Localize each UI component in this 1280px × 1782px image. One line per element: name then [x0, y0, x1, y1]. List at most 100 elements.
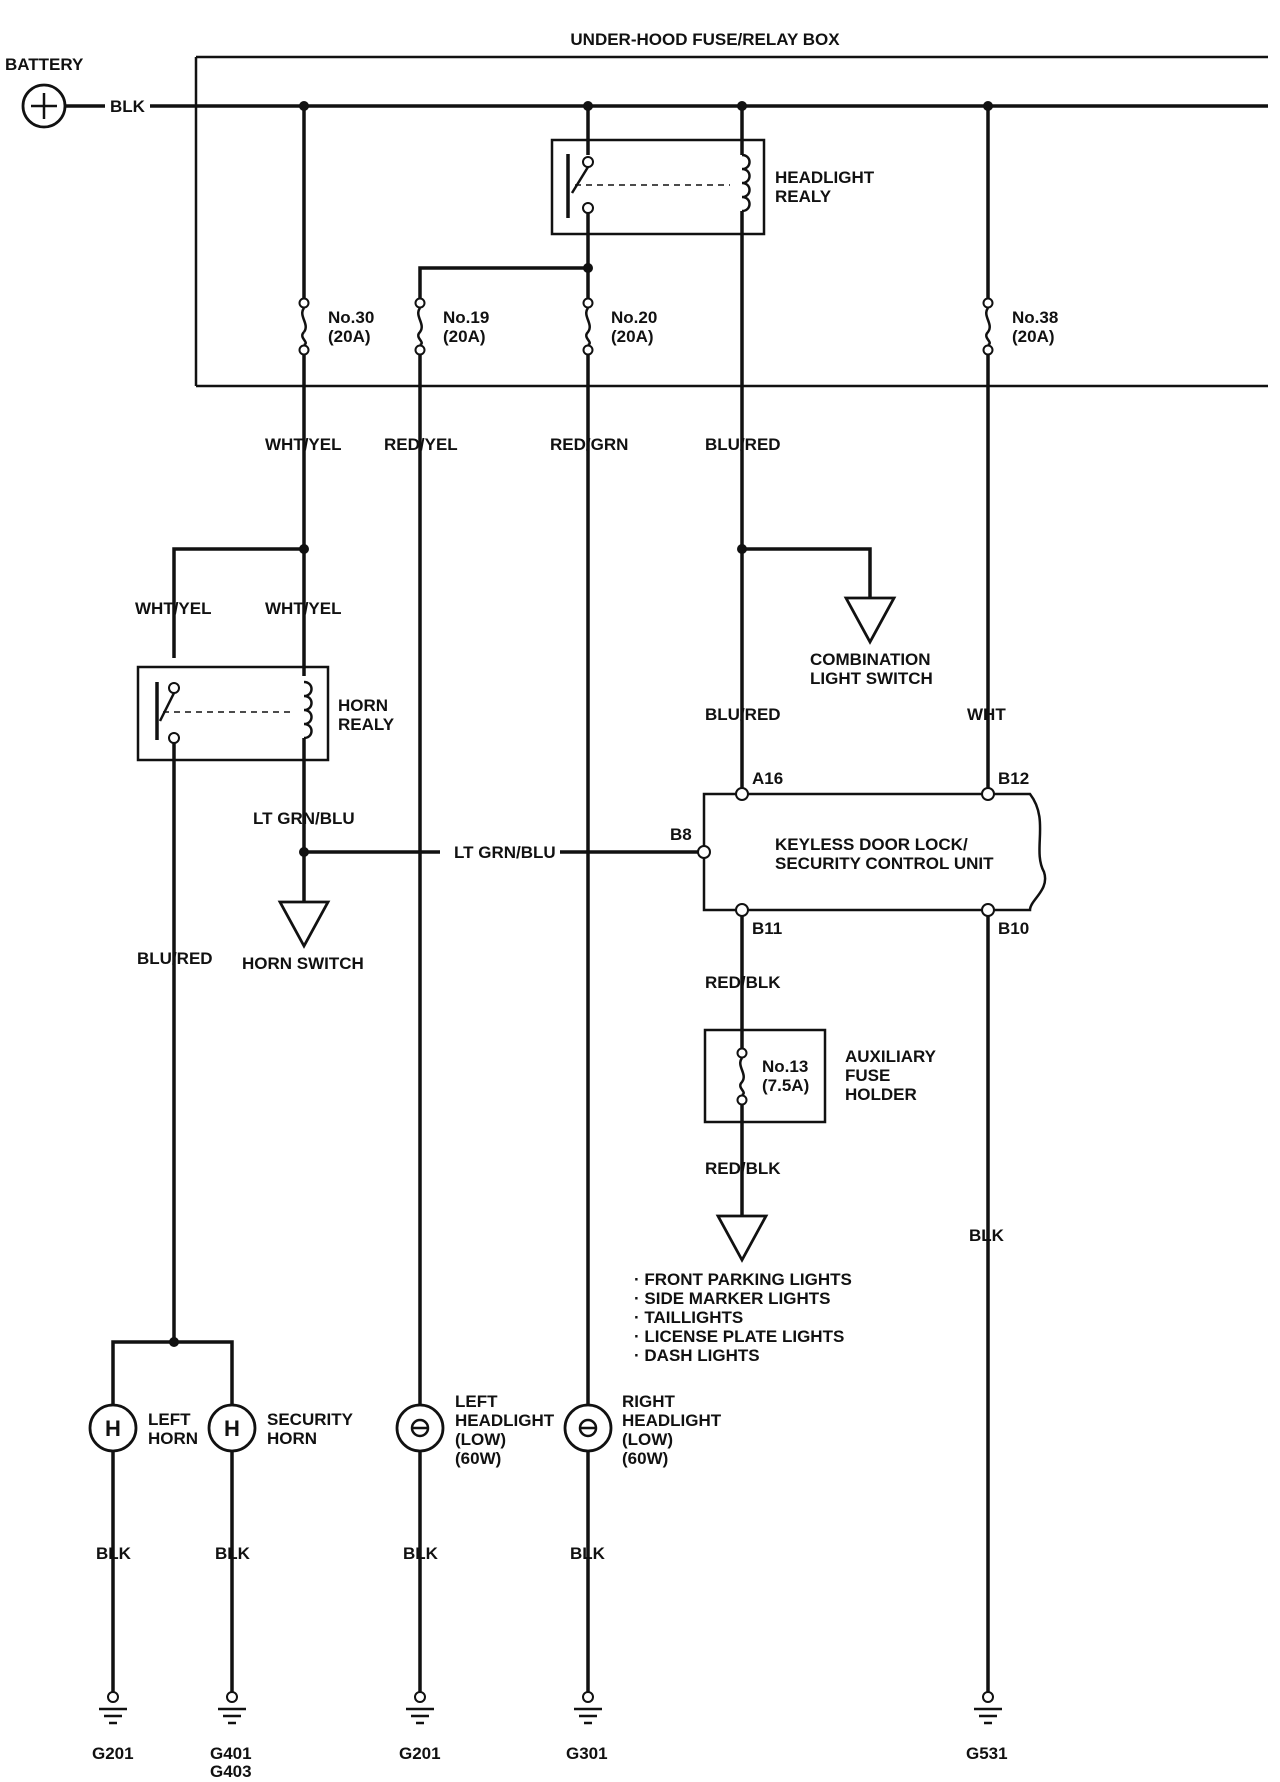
wire-label-b11: RED/BLK: [705, 973, 781, 992]
lights-list-item: · LICENSE PLATE LIGHTS: [634, 1327, 844, 1346]
wire-label-b8: LT GRN/BLU: [454, 843, 556, 862]
left-headlight-label-4: (60W): [455, 1449, 501, 1468]
fuse-no38-label: No.38: [1012, 308, 1058, 327]
ground-wire-label: BLK: [403, 1544, 439, 1563]
horn-switch-arrow: [277, 900, 331, 949]
lights-list: · FRONT PARKING LIGHTS · SIDE MARKER LIG…: [634, 1270, 852, 1365]
wire-label-horn-feed-right: WHT/YEL: [265, 599, 342, 618]
battery-wire-label: BLK: [110, 97, 146, 116]
wire-label-horn-out: BLU/RED: [137, 949, 213, 968]
ground-wire-label: BLK: [215, 1544, 251, 1563]
fuse-no30-label: No.30: [328, 308, 374, 327]
lights-list-item: · TAILLIGHTS: [634, 1308, 743, 1327]
headlight-relay-label: HEADLIGHT: [775, 168, 875, 187]
wire-label-no19-out: RED/YEL: [384, 435, 458, 454]
security-horn-label-2: HORN: [267, 1429, 317, 1448]
ground-label-g401: G401: [210, 1744, 252, 1763]
wire-label-horn-feed-left: WHT/YEL: [135, 599, 212, 618]
horn-relay-label-2: REALY: [338, 715, 395, 734]
security-horn-label: SECURITY: [267, 1410, 354, 1429]
lights-list-item: · FRONT PARKING LIGHTS: [634, 1270, 852, 1289]
wire-label-to-control-unit: BLU/RED: [705, 705, 781, 724]
wire-label-no38-out: WHT: [967, 705, 1006, 724]
ground-symbol: [974, 1691, 1002, 1725]
combination-switch-arrow: [843, 596, 897, 645]
fuse-no19-rating: (20A): [443, 327, 486, 346]
ground-symbol: [99, 1691, 127, 1725]
control-unit-label-2: SECURITY CONTROL UNIT: [775, 854, 994, 873]
aux-fuse-rating: (7.5A): [762, 1076, 809, 1095]
right-headlight: [563, 1403, 613, 1453]
left-headlight: [395, 1403, 445, 1453]
wire-label-relay-out: BLU/RED: [705, 435, 781, 454]
left-headlight-label-3: (LOW): [455, 1430, 506, 1449]
right-headlight-label-4: (60W): [622, 1449, 668, 1468]
aux-fuse-label: No.13: [762, 1057, 808, 1076]
aux-fuse-holder: [703, 1028, 827, 1124]
wire-label-horn-switch: LT GRN/BLU: [253, 809, 355, 828]
horn-relay-label: HORN: [338, 696, 388, 715]
fuse-no19-label: No.19: [443, 308, 489, 327]
terminal-b10-label: B10: [998, 919, 1029, 938]
ground-label-g403: G403: [210, 1762, 252, 1781]
left-horn-symbol: H: [105, 1416, 121, 1441]
wire-label-aux-out: RED/BLK: [705, 1159, 781, 1178]
combination-switch-label: COMBINATION: [810, 650, 931, 669]
fuse-relay-box: [194, 55, 1268, 388]
ground-label-g201-b: G201: [399, 1744, 441, 1763]
aux-holder-label-3: HOLDER: [845, 1085, 917, 1104]
ground-label-g531: G531: [966, 1744, 1008, 1763]
ground-label-g201: G201: [92, 1744, 134, 1763]
ground-symbol: [574, 1691, 602, 1725]
left-horn-label: LEFT: [148, 1410, 191, 1429]
lights-arrow: [715, 1214, 769, 1263]
left-headlight-label-2: HEADLIGHT: [455, 1411, 555, 1430]
left-horn-label-2: HORN: [148, 1429, 198, 1448]
aux-holder-label-2: FUSE: [845, 1066, 890, 1085]
wire-label-b10: BLK: [969, 1226, 1005, 1245]
ground-wire-label: BLK: [570, 1544, 606, 1563]
ground-symbol: [218, 1691, 246, 1725]
fuse-no30-rating: (20A): [328, 327, 371, 346]
terminal-b11-label: B11: [752, 919, 782, 938]
headlight-relay-label-2: REALY: [775, 187, 832, 206]
fuse-box-title: UNDER-HOOD FUSE/RELAY BOX: [570, 30, 840, 49]
horn-relay: [136, 665, 330, 762]
right-headlight-label-3: (LOW): [622, 1430, 673, 1449]
left-headlight-label: LEFT: [455, 1392, 498, 1411]
fuse-no38-rating: (20A): [1012, 327, 1055, 346]
security-control-unit: [702, 792, 1047, 912]
combination-switch-label-2: LIGHT SWITCH: [810, 669, 933, 688]
fuse-no20-rating: (20A): [611, 327, 654, 346]
control-unit-label: KEYLESS DOOR LOCK/: [775, 835, 968, 854]
battery: [21, 83, 67, 129]
right-headlight-label-2: HEADLIGHT: [622, 1411, 722, 1430]
wire-label-no20-out: RED/GRN: [550, 435, 628, 454]
right-headlight-label: RIGHT: [622, 1392, 676, 1411]
terminal-b12: [981, 787, 995, 801]
terminal-a16: [735, 787, 749, 801]
lights-list-item: · SIDE MARKER LIGHTS: [634, 1289, 830, 1308]
security-horn-symbol: H: [224, 1416, 240, 1441]
terminal-b8: [697, 845, 711, 859]
aux-holder-label: AUXILIARY: [845, 1047, 937, 1066]
junction-node: [583, 263, 593, 273]
terminal-b11: [735, 903, 749, 917]
fuse-no20: [582, 297, 594, 356]
headlight-relay: [550, 138, 766, 236]
wire-label-no30-out: WHT/YEL: [265, 435, 342, 454]
ground-symbol: [406, 1691, 434, 1725]
lights-list-item: · DASH LIGHTS: [634, 1346, 760, 1365]
fuse-no20-label: No.20: [611, 308, 657, 327]
terminal-b12-label: B12: [998, 769, 1029, 788]
battery-label: BATTERY: [5, 55, 84, 74]
fuse-no19: [414, 297, 426, 356]
fuse-no30: [298, 297, 310, 356]
fuse-no38: [982, 297, 994, 356]
terminal-b10: [981, 903, 995, 917]
ground-label-g301: G301: [566, 1744, 608, 1763]
horn-switch-label: HORN SWITCH: [242, 954, 364, 973]
terminal-b8-label: B8: [670, 825, 692, 844]
ground-wire-label: BLK: [96, 1544, 132, 1563]
